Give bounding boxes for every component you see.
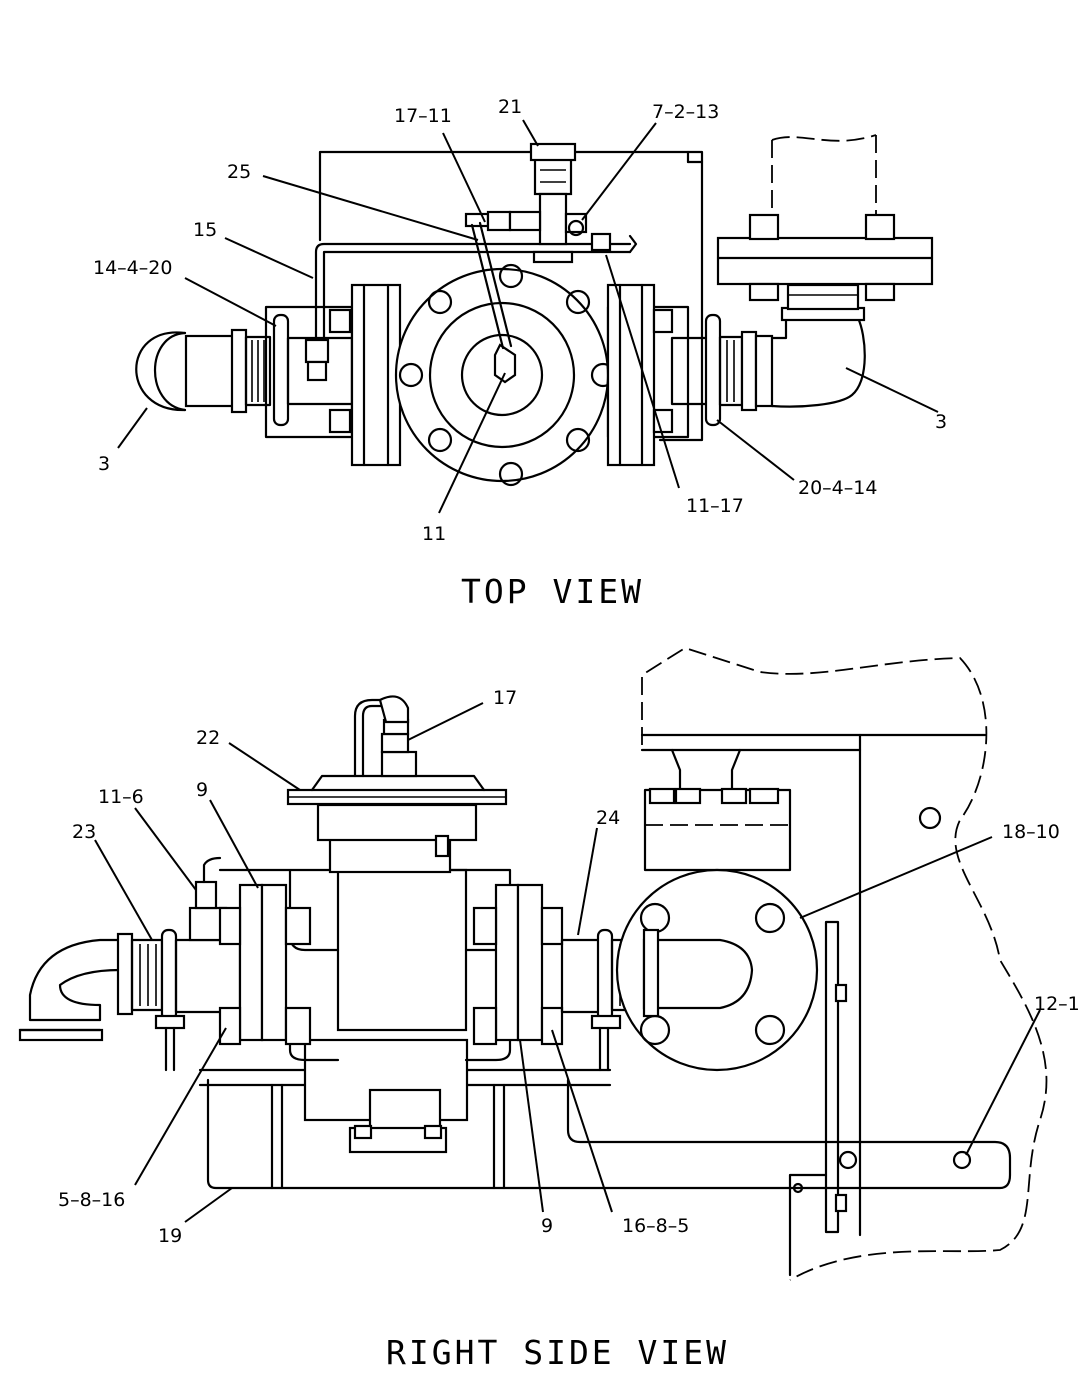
callout-11-6: 11–6 (98, 786, 144, 808)
callout-21: 21 (498, 96, 522, 118)
callout-9-upper: 9 (196, 779, 208, 801)
callout-17: 17 (493, 687, 517, 709)
top-view-title: TOP VIEW (461, 572, 644, 611)
side-view-callouts: 17 22 11–6 9 23 24 18–10 12–1 5–8–16 19 … (58, 687, 1080, 1247)
callout-12-1: 12–1 (1034, 993, 1080, 1015)
callout-24: 24 (596, 807, 620, 829)
callout-3-right: 3 (935, 411, 947, 433)
side-view-leaders (94, 702, 1041, 1223)
callout-19: 19 (158, 1225, 182, 1247)
top-view-drawing (135, 134, 934, 487)
callout-14-4-20: 14–4–20 (93, 257, 172, 279)
right-side-view-title: RIGHT SIDE VIEW (386, 1333, 729, 1372)
callout-20-4-14: 20–4–14 (798, 477, 877, 499)
callout-17-11: 17–11 (394, 105, 452, 127)
callout-18-10: 18–10 (1002, 821, 1060, 843)
callout-9-lower: 9 (541, 1215, 553, 1237)
side-view-drawing (18, 647, 1048, 1281)
callout-3-left: 3 (98, 453, 110, 475)
callout-25: 25 (227, 161, 251, 183)
top-view-leaders (117, 119, 939, 514)
callout-16-8-5: 16–8–5 (622, 1215, 689, 1237)
callout-5-8-16: 5–8–16 (58, 1189, 125, 1211)
callout-11-17: 11–17 (686, 495, 744, 517)
callout-7-2-13: 7–2–13 (652, 101, 719, 123)
callout-22: 22 (196, 727, 220, 749)
callout-15: 15 (193, 219, 217, 241)
callout-23: 23 (72, 821, 96, 843)
callout-11: 11 (422, 523, 446, 545)
top-view-callouts: 17–11 21 7–2–13 25 15 14–4–20 3 3 20–4–1… (93, 96, 947, 545)
